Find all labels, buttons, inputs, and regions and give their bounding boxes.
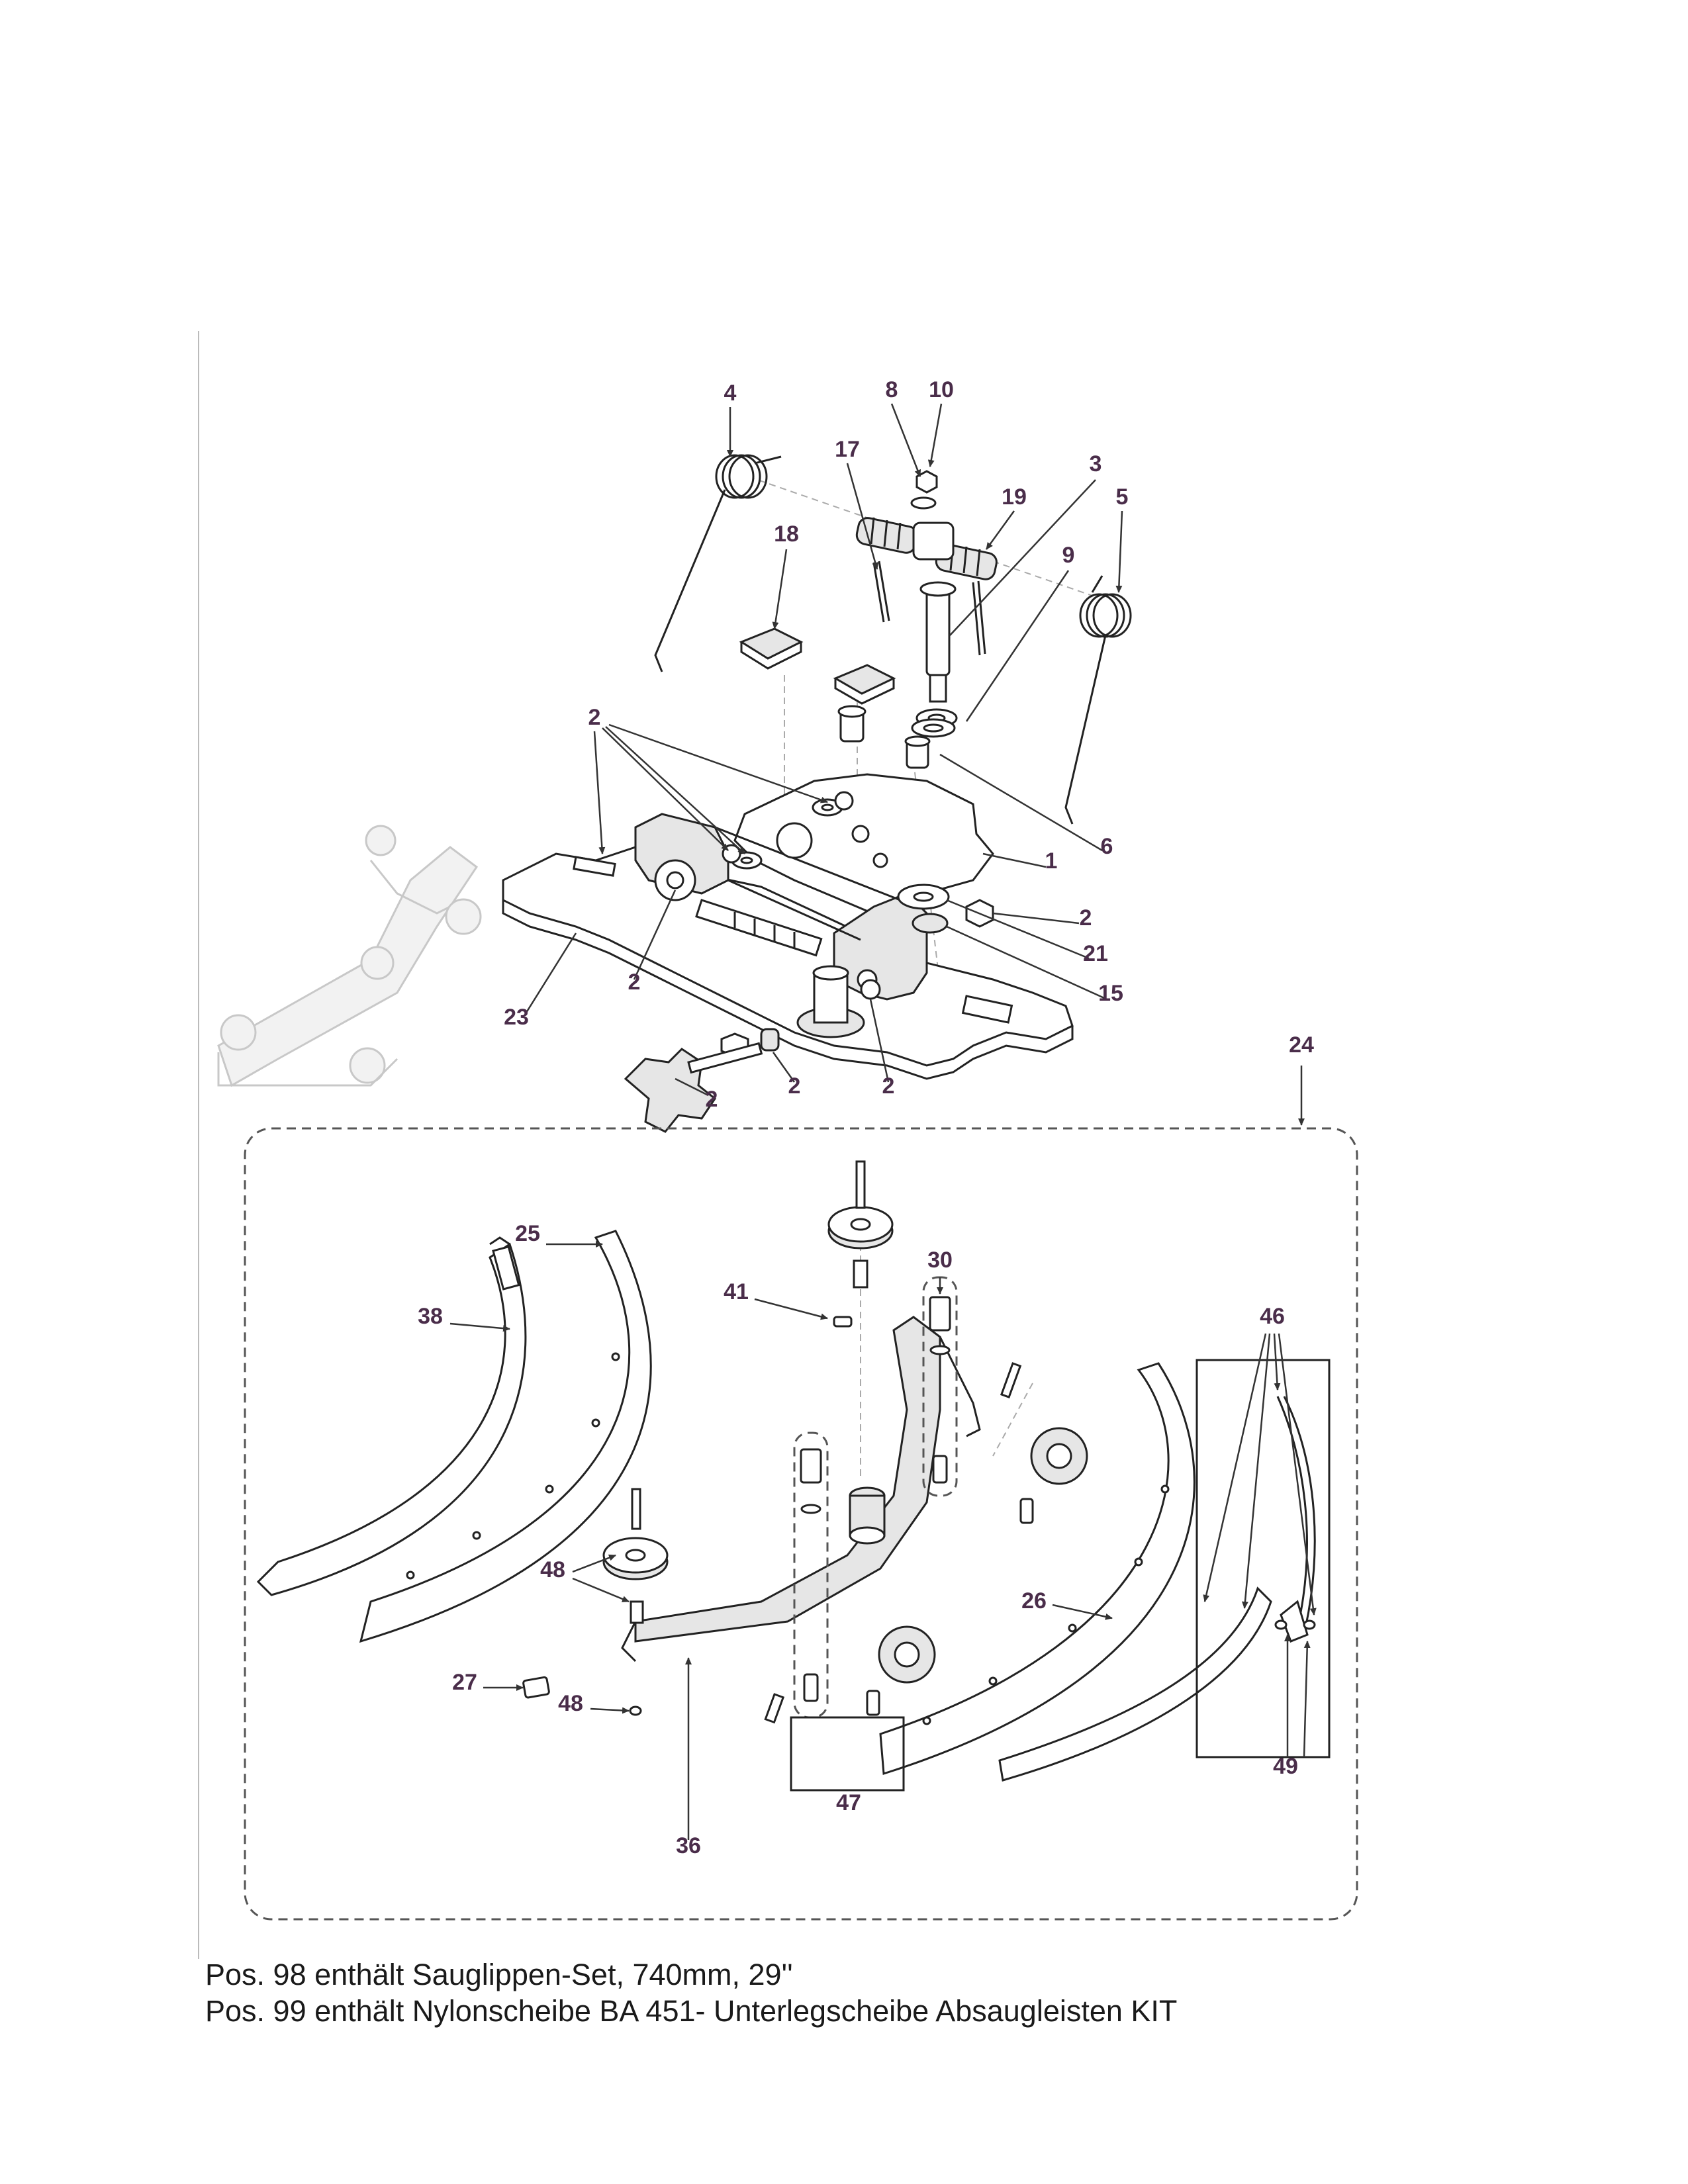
callout-label-10: 10 (929, 377, 954, 402)
front-blade-part-25 (359, 1230, 652, 1643)
callout-label-3: 3 (1090, 451, 1102, 477)
callout-label-25: 25 (515, 1221, 540, 1246)
callout-label-27: 27 (452, 1670, 477, 1695)
roller-wheel-left (602, 1488, 669, 1624)
callout-label-23: 23 (504, 1005, 529, 1030)
swivel-foot (796, 965, 865, 1038)
caster-wheel-lower (866, 1625, 936, 1716)
callout-label-8: 8 (886, 377, 898, 402)
threaded-rod (695, 899, 823, 957)
studs-and-pins (573, 856, 1013, 1024)
callout-label-2: 2 (706, 1087, 718, 1112)
callout-label-48: 48 (558, 1691, 583, 1716)
torsion-spring-part-4 (654, 454, 782, 672)
note-line-2: Pos. 99 enthält Nylonscheibe BA 451- Unt… (205, 1994, 1178, 2028)
callout-label-2: 2 (588, 705, 601, 730)
callout-label-48: 48 (540, 1557, 565, 1582)
side-strip-part-46 (1276, 1396, 1316, 1643)
callout-label-5: 5 (1116, 484, 1129, 510)
rear-blade-strip (998, 1586, 1272, 1782)
bracket-housing (634, 813, 928, 1001)
pivot-shaft-part-3 (919, 581, 957, 703)
callout-label-38: 38 (418, 1304, 443, 1329)
group-note-box-49 (1196, 1359, 1331, 1758)
callout-label-18: 18 (774, 522, 799, 547)
support-column (849, 1486, 886, 1545)
callout-label-19: 19 (1002, 484, 1027, 510)
mounting-pads-part-18 (739, 627, 896, 705)
callout-label-49: 49 (1273, 1754, 1298, 1779)
callout-label-46: 46 (1260, 1304, 1285, 1329)
squeegee-frame-part-36 (621, 1316, 981, 1662)
callout-label-24: 24 (1289, 1032, 1314, 1058)
callout-label-26: 26 (1021, 1588, 1047, 1614)
callout-label-6: 6 (1101, 834, 1113, 859)
callout-label-2: 2 (1080, 905, 1092, 931)
front-blade-part-26 (879, 1362, 1196, 1775)
hardware-group-parts (522, 1296, 1316, 1724)
callout-label-36: 36 (676, 1833, 701, 1858)
callout-label-9: 9 (1062, 543, 1075, 568)
callout-label-2: 2 (628, 970, 641, 995)
pivot-head-part-19 (855, 470, 998, 580)
cotter-pins-part-17 (872, 561, 986, 656)
roller-wheel-top (827, 1160, 894, 1289)
leader-lines (449, 403, 1317, 1840)
group-note-box-47 (790, 1716, 905, 1792)
rear-blade-part-38 (256, 1236, 527, 1596)
mounting-plate-part-23 (502, 846, 1074, 1080)
callout-label-47: 47 (836, 1790, 861, 1815)
callout-label-41: 41 (724, 1279, 749, 1304)
callout-label-21: 21 (1083, 941, 1108, 966)
torsion-spring-part-5 (1064, 575, 1132, 825)
callout-label-4: 4 (724, 381, 737, 406)
washer-part-9 (911, 718, 956, 738)
callout-label-17: 17 (835, 437, 860, 462)
ghost-overview-drawing (217, 825, 482, 1087)
callout-label-2: 2 (788, 1073, 801, 1099)
callout-label-1: 1 (1045, 848, 1058, 874)
callout-label-15: 15 (1098, 981, 1123, 1006)
star-knob (624, 1042, 763, 1133)
base-plate-part-1 (733, 773, 994, 918)
note-line-1: Pos. 98 enthält Sauglippen-Set, 740mm, 2… (205, 1958, 793, 1991)
kit-boundary-part-24 (244, 1127, 1358, 1921)
callout-label-30: 30 (927, 1248, 953, 1273)
caster-wheel-right (1019, 1427, 1088, 1524)
callout-label-2: 2 (882, 1073, 895, 1099)
